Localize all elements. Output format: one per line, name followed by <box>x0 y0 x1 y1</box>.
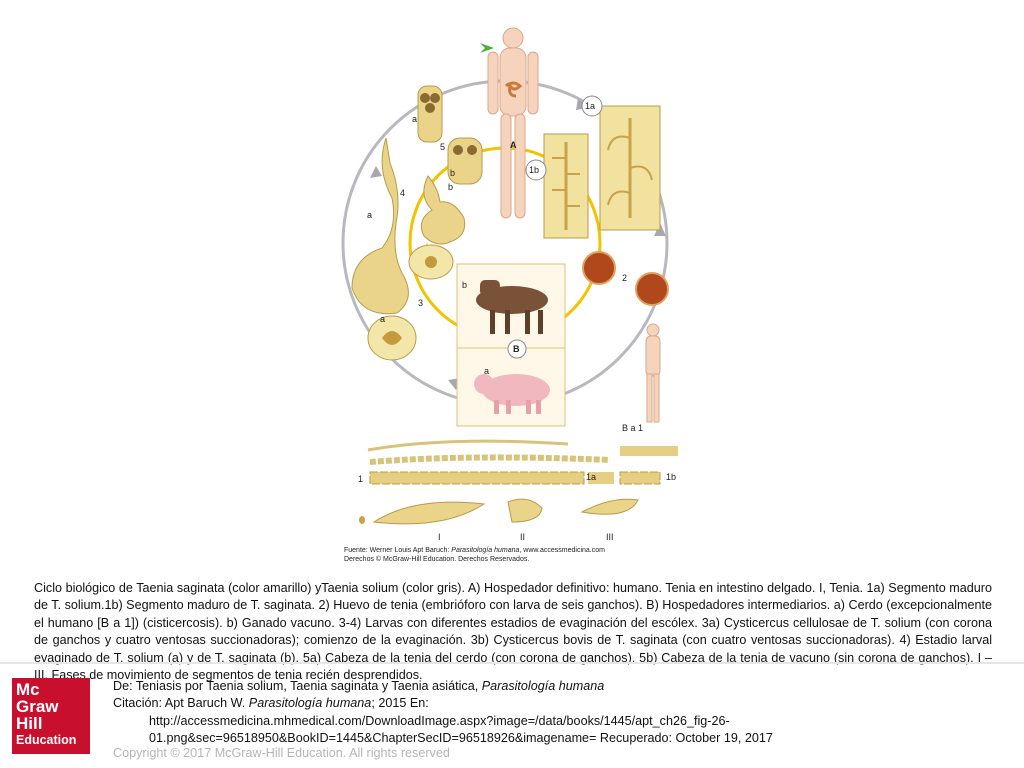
segment-1a-small-illustration <box>588 472 614 484</box>
strobila-thin-illustration <box>367 439 569 452</box>
green-arrow-icon <box>480 43 494 53</box>
label-b-5: b <box>450 168 455 178</box>
human-host-illustration <box>487 27 539 219</box>
egg-inner-illustration <box>582 251 616 285</box>
step-1a-badge <box>581 95 603 117</box>
mini-segment-illustration <box>359 516 365 524</box>
label-2: 2 <box>622 273 627 283</box>
larva-4a-illustration <box>351 137 409 315</box>
label-a-3: a <box>380 314 385 324</box>
segment-1b-small-illustration <box>619 471 661 485</box>
label-row-1a: 1a <box>586 472 596 482</box>
label-roman-ii: II <box>520 532 525 542</box>
label-1b: 1b <box>529 165 539 175</box>
label-a-top: a <box>412 114 417 124</box>
label-roman-i: I <box>438 532 441 542</box>
label-4: 4 <box>400 188 405 198</box>
label-a-pig: a <box>484 366 489 376</box>
label-1a: 1a <box>585 101 595 111</box>
taenia-life-cycle-diagram: A a 5 b 4 a b 3 a 1a 1b 2 <box>330 18 690 566</box>
footer-divider <box>0 662 1024 664</box>
label-b-cow: b <box>462 280 467 290</box>
segment-1b-illustration <box>543 133 589 239</box>
label-5: 5 <box>440 142 445 152</box>
step-1b-badge <box>525 159 547 181</box>
citation-url-line2[interactable]: 01.png&sec=96518950&BookID=1445&ChapterS… <box>149 731 773 746</box>
motile-segment-i-illustration <box>372 501 486 525</box>
larva-4b-illustration <box>420 175 466 245</box>
citation-url-line1[interactable]: http://accessmedicina.mhmedical.com/Down… <box>149 713 730 728</box>
step-b-badge <box>507 339 527 359</box>
strobila-medium-illustration <box>369 454 611 465</box>
label-row-1b: 1b <box>666 472 676 482</box>
strobila-row-1-illustration <box>369 471 585 485</box>
cow-illustration <box>476 280 548 334</box>
source-line: De: Teniasis por Taenia solium, Taenia s… <box>113 679 605 693</box>
scolex-5a-illustration <box>417 85 443 143</box>
label-3: 3 <box>418 298 423 308</box>
mcgraw-hill-logo: Mc Graw Hill Education <box>12 678 90 754</box>
life-cycle-svg: A a 5 b 4 a b 3 a 1a 1b 2 <box>341 27 678 563</box>
pig-illustration <box>474 374 550 414</box>
scolex-5b-illustration <box>447 137 483 185</box>
segment-1a-illustration <box>599 105 661 231</box>
citation-block: De: Teniasis por Taenia solium, Taenia s… <box>113 678 773 748</box>
label-host-a: A <box>510 140 517 150</box>
label-ba1: B a 1 <box>622 423 643 433</box>
figure-source: Fuente: Werner Louis Apt Baruch: Parasit… <box>344 547 605 554</box>
label-row-1: 1 <box>358 474 363 484</box>
egg-outer-illustration <box>635 272 669 306</box>
figure-caption: Ciclo biológico de Taenia saginata (colo… <box>34 581 992 683</box>
cycle-arrowhead <box>370 166 382 178</box>
motile-segment-ii-illustration <box>507 498 543 523</box>
label-a-4: a <box>367 210 372 220</box>
citation-line: Citación: Apt Baruch W. Parasitología hu… <box>113 696 429 711</box>
label-host-b: B <box>513 344 520 354</box>
human-ba1-illustration <box>645 323 661 423</box>
copyright-notice: Copyright © 2017 McGraw-Hill Education. … <box>113 746 450 760</box>
figure-rights: Derechos © McGraw-Hill Education. Derech… <box>344 555 529 563</box>
strobila-segment-illustration <box>620 446 678 456</box>
motile-segment-iii-illustration <box>580 498 639 515</box>
label-b-4: b <box>448 182 453 192</box>
label-roman-iii: III <box>606 532 614 542</box>
